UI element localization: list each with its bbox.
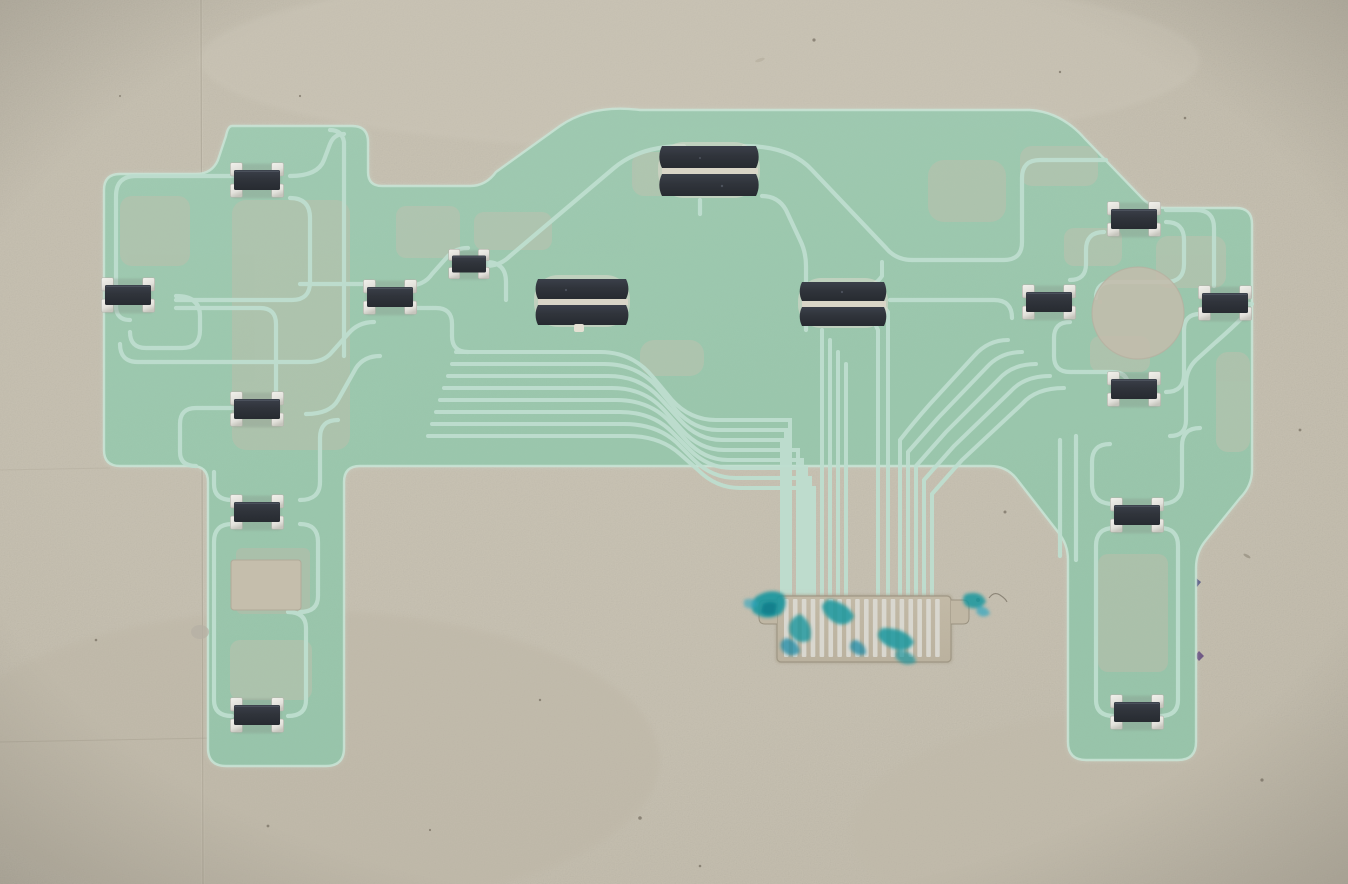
photo-canvas: Flexible printed circuit membrane on car… — [0, 0, 1348, 884]
photo-vignette — [0, 0, 1348, 884]
